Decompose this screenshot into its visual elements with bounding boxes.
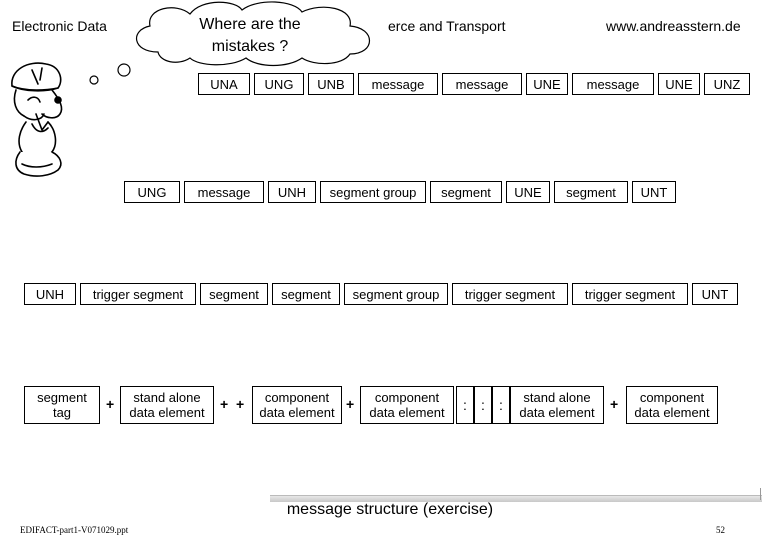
thought-bubbles <box>89 63 131 85</box>
diagram-caption: message structure (exercise) <box>286 501 494 518</box>
row4-stand-alone-box-2: stand alone data element <box>510 386 604 424</box>
row4-stand-alone-box-1: stand alone data element <box>120 386 214 424</box>
row4-segment-tag-box: segment tag <box>24 386 100 424</box>
row4-plus-4: + <box>346 396 355 412</box>
row3-trigger-segment-box-1: trigger segment <box>80 283 196 305</box>
row4-colon-box-3: : <box>492 386 510 424</box>
row3-segment-group-box: segment group <box>344 283 448 305</box>
row1-une-box-2: UNE <box>658 73 700 95</box>
row2-unh-box: UNH <box>268 181 316 203</box>
row1-une-box-1: UNE <box>526 73 568 95</box>
row4-component-2-line1: component <box>374 390 440 405</box>
row3-unh-box: UNH <box>24 283 76 305</box>
row3-segment-box-2: segment <box>272 283 340 305</box>
row2-segment-group-box: segment group <box>320 181 426 203</box>
row4-segment-tag-line2: tag <box>52 405 72 420</box>
row4-component-2-line2: data element <box>369 405 445 420</box>
row1-una-box: UNA <box>198 73 250 95</box>
row4-plus-2: + <box>220 396 229 412</box>
row3-segment-box-1: segment <box>200 283 268 305</box>
row1-message-box-2: message <box>442 73 522 95</box>
row2-message-box: message <box>184 181 264 203</box>
callout-line-1: Where are the <box>199 16 301 33</box>
row4-colon-box-1: : <box>456 386 474 424</box>
row4-colon-box-2: : <box>474 386 492 424</box>
footer-filename: EDIFACT-part1-V071029.ppt <box>20 525 129 535</box>
row4-plus-5: + <box>610 396 619 412</box>
header-middle-title: erce and Transport <box>388 18 506 34</box>
thought-cloud <box>135 1 370 67</box>
row2-ung-box: UNG <box>124 181 180 203</box>
header-url: www.andreasstern.de <box>606 18 741 34</box>
row4-stand-alone-2-line2: data element <box>519 405 595 420</box>
row3-trigger-segment-box-2: trigger segment <box>452 283 568 305</box>
row2-segment-box-1: segment <box>430 181 502 203</box>
row4-component-3-line1: component <box>639 390 705 405</box>
callout-text: Where are the mistakes ? <box>150 14 350 58</box>
row4-plus-1: + <box>106 396 115 412</box>
row1-ung-box: UNG <box>254 73 304 95</box>
row4-segment-tag-line1: segment <box>37 390 87 405</box>
row2-segment-box-2: segment <box>554 181 628 203</box>
caption-bar-tick <box>760 488 761 500</box>
footer-page-number: 52 <box>716 525 725 535</box>
row2-unt-box: UNT <box>632 181 676 203</box>
row1-unb-box: UNB <box>308 73 354 95</box>
row4-stand-alone-1-line1: stand alone <box>133 390 201 405</box>
row4-component-1-line2: data element <box>259 405 335 420</box>
row3-trigger-segment-box-3: trigger segment <box>572 283 688 305</box>
thinking-sailor-icon <box>11 62 63 177</box>
row4-component-1-line1: component <box>264 390 330 405</box>
row1-message-box-3: message <box>572 73 654 95</box>
header-left-title: Electronic Data <box>12 18 107 34</box>
row2-une-box: UNE <box>506 181 550 203</box>
row4-stand-alone-1-line2: data element <box>129 405 205 420</box>
row1-message-box-1: message <box>358 73 438 95</box>
row1-unz-box: UNZ <box>704 73 750 95</box>
row4-stand-alone-2-line1: stand alone <box>523 390 591 405</box>
row4-component-box-1: component data element <box>252 386 342 424</box>
row4-component-box-3: component data element <box>626 386 718 424</box>
callout-line-2: mistakes ? <box>211 38 289 55</box>
row4-component-box-2: component data element <box>360 386 454 424</box>
row3-unt-box: UNT <box>692 283 738 305</box>
row4-component-3-line2: data element <box>634 405 710 420</box>
row4-plus-3: + <box>236 396 245 412</box>
caption-bar <box>270 495 762 502</box>
